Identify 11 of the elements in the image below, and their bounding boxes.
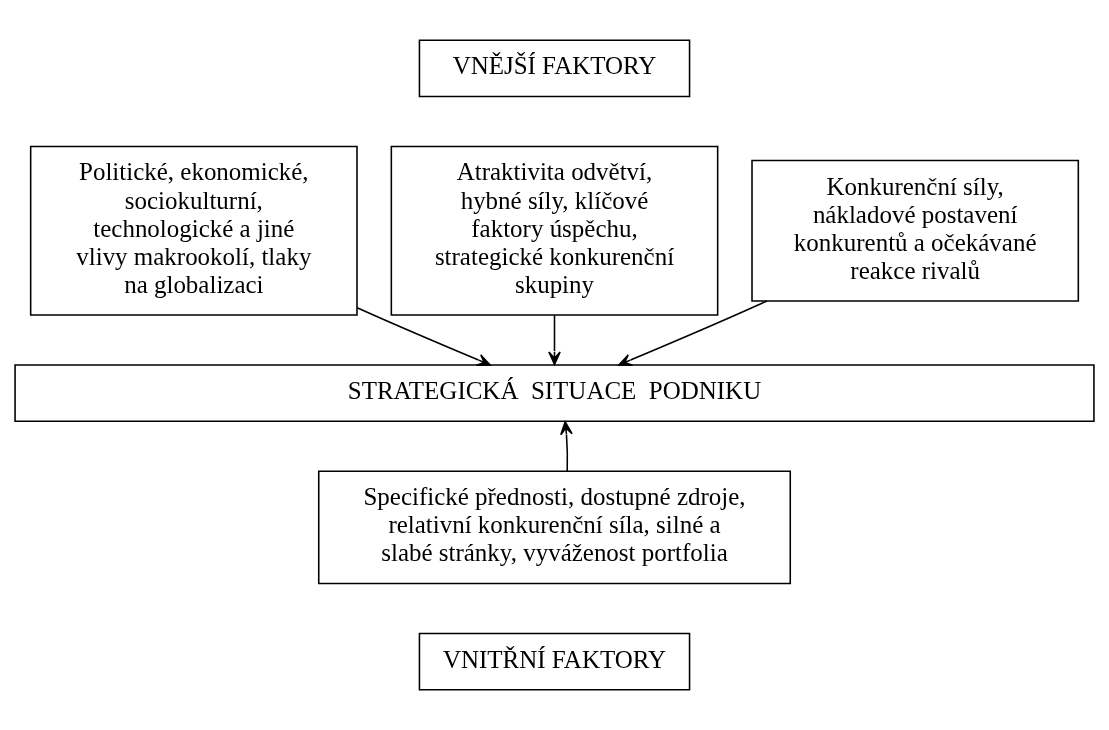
- node-box: VNITŘNÍ FAKTORY: [418, 632, 691, 691]
- node-box: STRATEGICKÁ SITUACE PODNIKU: [14, 364, 1095, 422]
- node-box: Specifické přednosti, dostupné zdroje, relativní konkurenční síla, silné a slabé stránky, vyváženost portfolia: [317, 470, 792, 585]
- node-box: Atraktivita odvětví, hybné síly, klíčové faktory úspěchu, strategické konkurenční skupiny: [390, 145, 719, 316]
- arrow: [356, 307, 491, 367]
- node-box: Politické, ekonomické, sociokulturní, technologické a jiné vlivy makrookolí, tlaky na globalizaci: [29, 145, 358, 316]
- arrow: [618, 300, 768, 367]
- node-box: VNĚJŠÍ FAKTORY: [418, 39, 691, 98]
- arrow: [560, 421, 573, 472]
- node-box: Konkurenční síly, nákladové postavení konkurentů a očekávané reakce rivalů: [751, 159, 1080, 302]
- arrow: [548, 314, 561, 366]
